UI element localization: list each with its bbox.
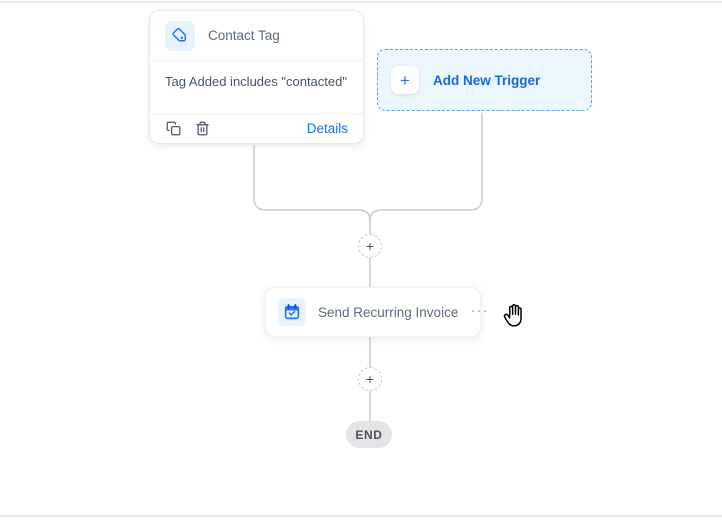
canvas-bottom-border: [0, 515, 722, 517]
trash-icon[interactable]: [194, 121, 210, 137]
trigger-card-footer: Details: [150, 113, 363, 143]
copy-icon[interactable]: [165, 121, 181, 137]
trigger-card-contact-tag[interactable]: Contact Tag Tag Added includes "contacte…: [149, 10, 364, 144]
plus-icon: +: [391, 66, 419, 94]
details-link[interactable]: Details: [306, 121, 348, 136]
open-hand-cursor-icon: [503, 304, 522, 327]
action-card-send-recurring-invoice[interactable]: Send Recurring Invoice ···: [265, 287, 487, 337]
canvas-top-border: [0, 1, 722, 3]
add-step-button-2[interactable]: +: [358, 367, 382, 391]
trigger-card-header: Contact Tag: [150, 11, 363, 61]
add-new-trigger-label: Add New Trigger: [433, 72, 541, 88]
action-menu-dots-icon[interactable]: ···: [470, 301, 489, 319]
add-new-trigger-button[interactable]: + Add New Trigger: [377, 49, 592, 111]
tag-icon: [165, 20, 195, 51]
trigger-condition-text: Tag Added includes "contacted": [165, 74, 347, 89]
calendar-check-icon: [278, 298, 306, 326]
trigger-card-title: Contact Tag: [208, 28, 280, 43]
action-card-title: Send Recurring Invoice: [318, 304, 459, 320]
end-badge: END: [346, 421, 392, 448]
add-step-button-1[interactable]: +: [358, 234, 382, 258]
